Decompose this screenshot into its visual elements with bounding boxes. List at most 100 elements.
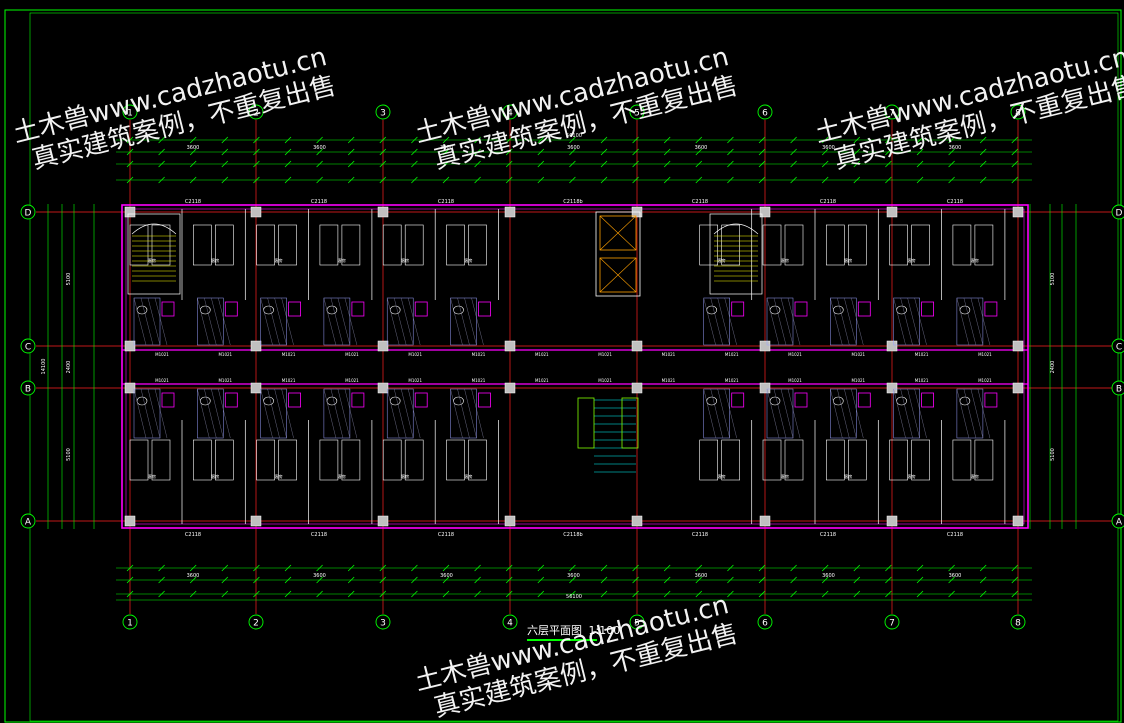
dim-tick: [411, 590, 418, 598]
toilet: [794, 392, 808, 408]
bathroom: [830, 388, 857, 439]
plan-labels: 5610056100360036003600360036003600360036…: [41, 133, 1056, 600]
washbasin: [263, 305, 274, 315]
window-label-south: C2118: [311, 532, 327, 538]
dim-text-bay-bottom: 3600: [695, 573, 708, 579]
dim-tick: [379, 176, 387, 184]
dim-tick: [821, 148, 829, 156]
drawing-scale: 1:100: [588, 624, 621, 637]
dim-tick: [1011, 160, 1019, 168]
dim-tick: [600, 148, 608, 156]
dim-tick: [790, 176, 797, 184]
bed: [952, 224, 972, 266]
room-label-north: 客房: [338, 257, 346, 263]
axis-bubble-label: 1: [127, 109, 133, 119]
dim-tick: [916, 576, 924, 584]
toilet: [288, 301, 302, 317]
hatch: [766, 388, 780, 439]
door-label: M1021: [662, 378, 676, 383]
axis-bubble: [629, 104, 645, 120]
bathroom: [893, 297, 920, 346]
dim-tick: [821, 136, 829, 144]
dim-tick: [411, 176, 418, 184]
dim-tick: [379, 564, 387, 572]
axis-bubble-label: C: [1116, 343, 1122, 353]
column: [631, 340, 643, 352]
walls: [121, 204, 1029, 529]
outer-wall: [121, 204, 1029, 529]
dim-tick: [948, 160, 955, 168]
dim-tick: [316, 590, 323, 598]
dim-tick: [442, 148, 450, 156]
dim-tick: [411, 136, 418, 144]
dim-tick: [505, 136, 513, 144]
dim-tick: [537, 176, 545, 184]
dim-tick: [758, 176, 766, 184]
dim-tick: [758, 136, 766, 144]
dim-tick: [758, 590, 766, 598]
bed: [911, 439, 930, 481]
dim-tick: [600, 176, 608, 184]
dim-tick: [885, 590, 892, 598]
hatch: [154, 388, 168, 439]
toilet: [414, 301, 428, 317]
column: [1012, 206, 1024, 218]
washbasin: [896, 305, 907, 315]
bed: [784, 224, 804, 266]
dim-tick: [853, 136, 861, 144]
dim-tick: [221, 136, 229, 144]
hatch: [780, 297, 794, 346]
dim-tick: [1011, 564, 1019, 572]
hatch: [724, 297, 737, 346]
hatch: [401, 297, 414, 346]
window-label-north: C2118: [820, 199, 836, 205]
dim-text-depth-right: 2400: [1050, 361, 1056, 374]
bathroom: [956, 388, 984, 439]
dim-tick: [853, 148, 861, 156]
bathroom: [197, 388, 224, 439]
hatch: [267, 388, 280, 439]
toilet: [857, 392, 871, 408]
washbasin: [959, 396, 971, 406]
dim-tick: [979, 576, 987, 584]
dim-tick: [727, 564, 734, 572]
dim-tick: [347, 148, 355, 156]
door-label: M1021: [978, 352, 992, 357]
axis-bubble-label: 2: [253, 109, 259, 119]
dim-text-bay-bottom: 3600: [187, 573, 200, 579]
elevator-car-1: [599, 215, 637, 251]
dim-text-bay-bottom: 3600: [567, 573, 580, 579]
dim-tick: [569, 148, 576, 156]
washbasin: [136, 396, 148, 406]
dim-text-bay-top: 3600: [567, 145, 580, 151]
bed: [129, 224, 149, 266]
door-label: M1021: [851, 378, 865, 383]
toilet: [224, 301, 238, 317]
hatch: [724, 388, 737, 439]
dim-tick: [537, 136, 545, 144]
axis-bubble: [122, 614, 138, 630]
axis-bubble-label: 1: [127, 619, 133, 629]
dim-tick: [379, 590, 387, 598]
window-label-south: C2118: [947, 532, 963, 538]
dim-tick: [1011, 576, 1019, 584]
dim-text-depth-left: 2400: [66, 361, 72, 374]
hatch: [274, 297, 287, 346]
dim-tick: [632, 576, 639, 584]
hatch: [281, 297, 294, 346]
bed: [129, 439, 149, 481]
dim-tick: [253, 564, 260, 572]
dim-tick: [537, 564, 545, 572]
hatch: [900, 297, 913, 346]
hatch: [717, 297, 730, 346]
dim-tick: [600, 160, 608, 168]
hatch: [837, 388, 850, 439]
axis-bubble: [1010, 614, 1026, 630]
dim-tick: [853, 160, 861, 168]
dim-tick: [821, 160, 829, 168]
bed: [825, 439, 845, 481]
bed: [974, 439, 994, 481]
toilet: [921, 392, 934, 408]
